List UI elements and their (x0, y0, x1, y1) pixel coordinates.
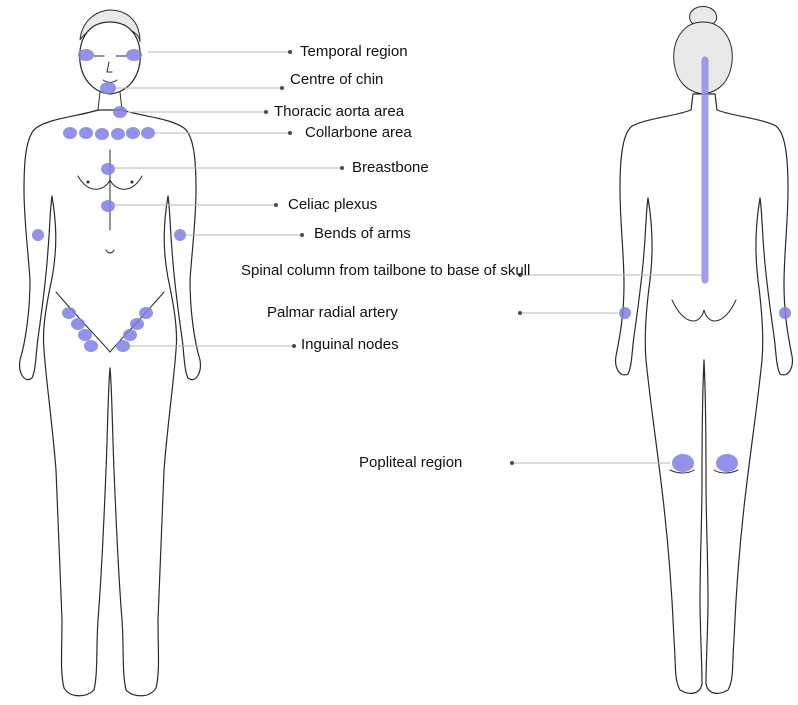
label-spinal-column: Spinal column from tailbone to base of s… (241, 261, 531, 281)
point-inguinal-r4 (116, 340, 130, 352)
point-collarbone-4 (111, 128, 125, 140)
point-centre-of-chin (100, 82, 116, 94)
point-collarbone-6 (141, 127, 155, 139)
label-collarbone-area: Collarbone area (305, 124, 412, 142)
label-bends-of-arms: Bends of arms (314, 225, 411, 243)
leader-lines (115, 50, 705, 465)
point-palmar-right (779, 307, 791, 319)
point-collarbone-2 (79, 127, 93, 139)
point-thoracic-aorta (113, 106, 127, 118)
label-centre-of-chin: Centre of chin (290, 71, 383, 89)
leader-dot-collarbone (288, 131, 292, 135)
point-collarbone-3 (95, 128, 109, 140)
leader-dot-temporal (288, 50, 292, 54)
leader-dot-inguinal (292, 344, 296, 348)
label-celiac-plexus: Celiac plexus (288, 196, 377, 214)
leader-dot-arms (300, 233, 304, 237)
label-thoracic-aorta-area: Thoracic aorta area (274, 103, 404, 121)
point-temporal-right (126, 49, 142, 61)
leader-dot-breastbone (340, 166, 344, 170)
label-palmar-radial-artery: Palmar radial artery (267, 304, 398, 322)
leader-dot-palmar (518, 311, 522, 315)
label-breastbone: Breastbone (352, 159, 429, 177)
leader-dot-popliteal (510, 461, 514, 465)
label-inguinal-nodes: Inguinal nodes (301, 336, 399, 354)
leader-dot-chin (280, 86, 284, 90)
point-bend-arm-right (174, 229, 186, 241)
point-inguinal-r3 (123, 329, 137, 341)
point-breastbone (101, 163, 115, 175)
point-collarbone-1 (63, 127, 77, 139)
leader-dot-thoracic (264, 110, 268, 114)
point-celiac-plexus (101, 200, 115, 212)
point-inguinal-l4 (84, 340, 98, 352)
point-inguinal-l3 (78, 329, 92, 341)
point-bend-arm-left (32, 229, 44, 241)
point-inguinal-l2 (71, 318, 85, 330)
point-popliteal-left (672, 454, 694, 472)
leader-dot-celiac (274, 203, 278, 207)
front-figure (20, 10, 201, 696)
point-inguinal-r2 (130, 318, 144, 330)
point-inguinal-r1 (139, 307, 153, 319)
point-popliteal-right (716, 454, 738, 472)
point-inguinal-l1 (62, 307, 76, 319)
label-temporal-region: Temporal region (300, 43, 408, 61)
point-palmar-left (619, 307, 631, 319)
point-temporal-left (78, 49, 94, 61)
point-collarbone-5 (126, 127, 140, 139)
label-popliteal-region: Popliteal region (359, 454, 462, 472)
